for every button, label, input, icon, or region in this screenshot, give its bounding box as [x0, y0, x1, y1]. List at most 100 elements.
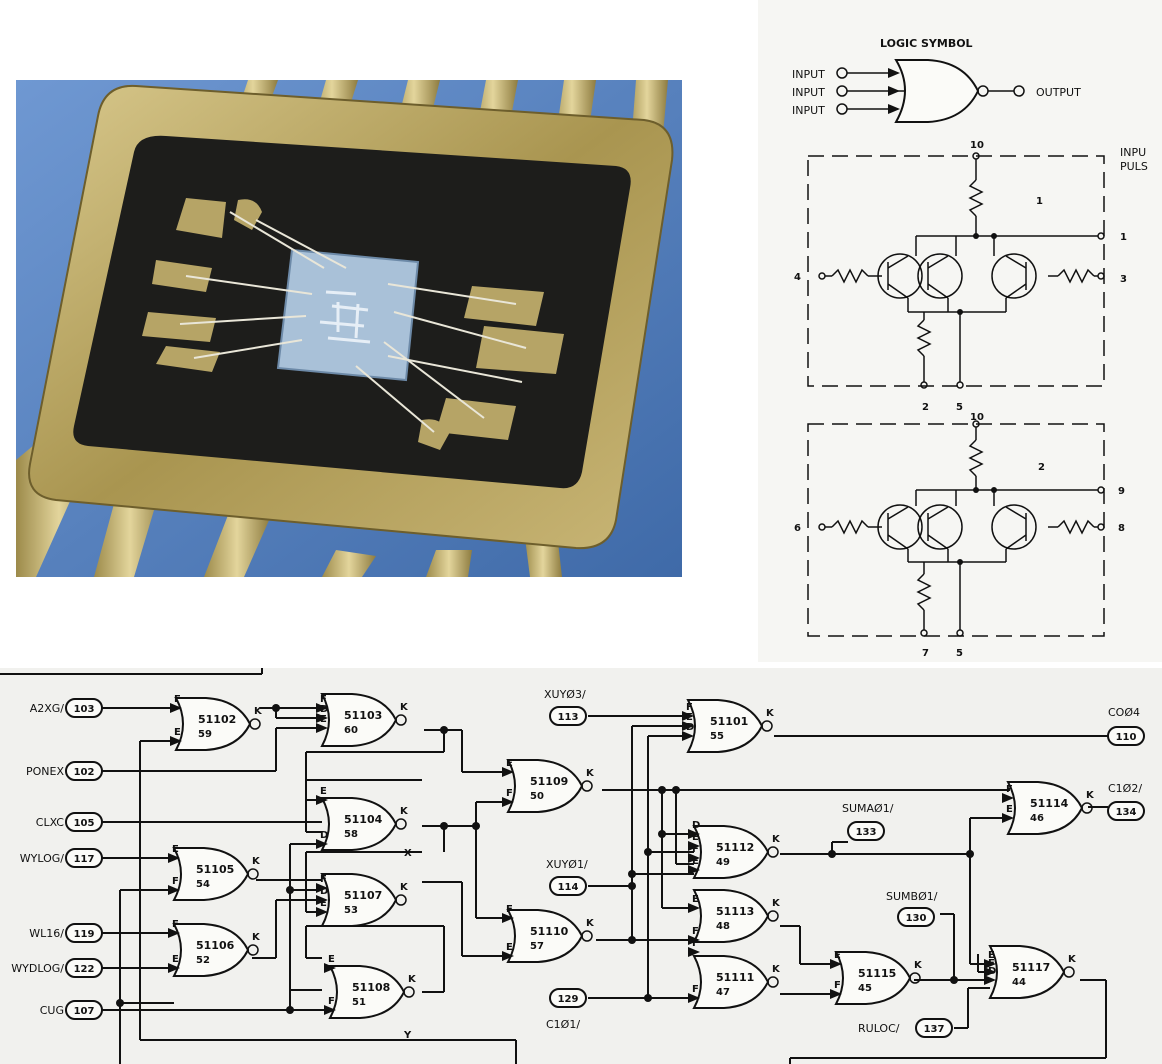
- gate-id: 51110: [530, 925, 569, 938]
- gate-sub: 45: [858, 983, 872, 994]
- gate-input-letter: F: [172, 919, 179, 930]
- circuit-block-2: 2 10 9 6 8 7 5: [794, 412, 1125, 659]
- pin-number: 107: [74, 1006, 95, 1017]
- circuit-block-1: 1 10 1 4 3 2 5: [794, 140, 1127, 413]
- gate-output-letter: K: [1086, 790, 1095, 801]
- input-arrow: [316, 703, 328, 713]
- pin-bubble: [549, 876, 587, 896]
- gate-body: [320, 873, 398, 927]
- pin-xuy01: 114: [549, 876, 587, 896]
- logic-diagram-drawing: 5110259KFE5110360KFDE5110458KEDX5110554K…: [0, 668, 1145, 1064]
- side-text-1: INPU: [1120, 146, 1146, 159]
- signal-label: SUMBØ1/: [886, 890, 938, 903]
- gate-id: 51113: [716, 905, 754, 918]
- gate-input-letter: E: [1006, 804, 1013, 815]
- pin-number: 130: [906, 913, 927, 924]
- gate-input-letter: F: [328, 996, 335, 1007]
- input-arrow: [168, 963, 180, 973]
- gate-input-letter: E: [320, 714, 327, 725]
- gate-input-letter: F: [506, 904, 513, 915]
- gate-input-letter: E: [320, 786, 327, 797]
- gate-id: 51107: [344, 889, 382, 902]
- gate-input-letter: E: [988, 950, 995, 961]
- pin-bubble: [1107, 726, 1145, 746]
- pin-bubble: [897, 907, 935, 927]
- input-arrow: [316, 713, 328, 723]
- output-label: COØ4: [1108, 706, 1140, 719]
- pin-number: 134: [1116, 807, 1137, 818]
- gate-inversion-bubble: [249, 718, 261, 730]
- gate-sub: 47: [716, 987, 730, 998]
- input-arrow: [682, 731, 694, 741]
- input-arrow: [1002, 813, 1014, 823]
- gate-input-letter: F: [834, 980, 841, 991]
- gate-input-letter: F: [686, 702, 693, 713]
- pin-number: 137: [924, 1024, 945, 1035]
- input-label: A2XG/: [30, 702, 65, 715]
- gate-inversion-bubble: [395, 818, 407, 830]
- block1-number: 1: [1036, 196, 1043, 207]
- gate-input-letter: E: [174, 727, 181, 738]
- gate-inversion-bubble: [581, 930, 593, 942]
- pin-number: 133: [856, 827, 877, 838]
- gate-inversion-bubble: [395, 894, 407, 906]
- gate-id: 51115: [858, 967, 896, 980]
- input-pin-103: 103: [65, 698, 103, 718]
- gate-id: 51102: [198, 713, 236, 726]
- gate-body: [692, 955, 770, 1009]
- gate-body: [686, 699, 764, 753]
- chip-photo: [16, 80, 682, 577]
- gate-body: [328, 965, 406, 1019]
- gate-output-letter: K: [254, 706, 263, 717]
- gate-body: [320, 797, 398, 851]
- output-pin-110: 110: [1107, 726, 1145, 746]
- gate-sub: 46: [1030, 813, 1044, 824]
- gate-input-letter: D: [686, 722, 694, 733]
- pin-number: 103: [74, 704, 95, 715]
- gates-layer: 5110259KFE5110360KFDE5110458KEDX5110554K…: [168, 693, 1095, 1041]
- gate-inversion-bubble: [247, 868, 259, 880]
- gate-body: [1006, 781, 1084, 835]
- pin-bubble: [65, 698, 103, 718]
- input-arrow: [502, 797, 514, 807]
- block1-pin-bl: 2: [922, 402, 929, 413]
- pin-number: 122: [74, 964, 95, 975]
- gate-sub: 48: [716, 921, 730, 932]
- pin-number: 102: [74, 767, 95, 778]
- input-arrow: [984, 967, 996, 977]
- gate-input-letter: E: [692, 832, 699, 843]
- input-arrow: [502, 951, 514, 961]
- gate-inversion-bubble: [395, 714, 407, 726]
- gate-body: [506, 759, 584, 813]
- gate-sub: 58: [344, 829, 358, 840]
- input-arrow: [324, 963, 336, 973]
- gate-sub: 55: [710, 731, 724, 742]
- gate-output-letter: K: [400, 806, 409, 817]
- output-pin-134: 134: [1107, 801, 1145, 821]
- gate-body: [988, 945, 1066, 999]
- pin-number: 113: [558, 712, 579, 723]
- block2-number: 2: [1038, 462, 1045, 473]
- input-label: CLXC: [36, 816, 65, 829]
- pin-bubble: [549, 988, 587, 1008]
- gate-body: [834, 951, 912, 1005]
- pin-suma01: 133: [847, 821, 885, 841]
- input-arrow: [688, 841, 700, 851]
- gate-input-letter: F: [506, 788, 513, 799]
- gate-id: 51106: [196, 939, 235, 952]
- pin-number: 114: [558, 882, 579, 893]
- gate-input-letter: F: [988, 958, 995, 969]
- input-arrow: [688, 903, 700, 913]
- gate-input-letter: E: [692, 856, 699, 867]
- input-arrow: [688, 935, 700, 945]
- input-arrow: [688, 993, 700, 1003]
- symbol-input-1: INPUT: [792, 68, 825, 81]
- block1-pin-right: 3: [1120, 274, 1127, 285]
- input-arrow: [830, 989, 842, 999]
- pin-number: 129: [558, 994, 579, 1005]
- gate-inversion-bubble: [1063, 966, 1075, 978]
- input-arrow: [682, 721, 694, 731]
- gate-output-letter: K: [1068, 954, 1077, 965]
- gate-input-letter: F: [174, 694, 181, 705]
